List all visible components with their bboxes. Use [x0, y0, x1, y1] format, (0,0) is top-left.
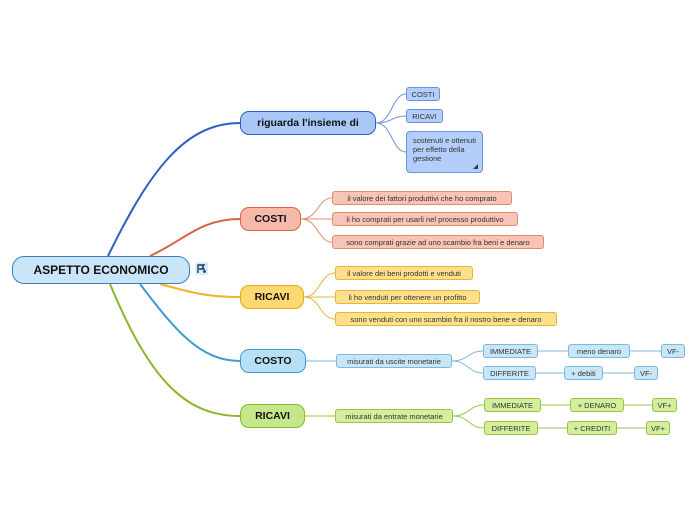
link-ricavi-c3 [303, 296, 336, 320]
riguarda-child-gestione-label: sostenuti e ottenuti per effetto della g… [413, 136, 476, 163]
link-costi-c1 [300, 197, 333, 220]
ricavi-child-1[interactable]: il valore dei beni prodotti e venduti [335, 266, 473, 280]
ricavi-immediate-value-label: + DENARO [577, 400, 617, 410]
costo-child-label: misurati da uscite monetarie [347, 356, 441, 366]
branch-riguarda[interactable]: riguarda l'insieme di [240, 111, 376, 135]
ricavi-immediate-sign-label: VF+ [657, 400, 672, 410]
collapse-corner-icon[interactable] [473, 164, 478, 169]
ricavi-child-2-label: li ho venduti per ottenere un profitto [348, 292, 467, 302]
link-root-ricavi [159, 283, 241, 298]
costo-immediate-value-label: meno denaro [576, 346, 622, 356]
ricavi-differite[interactable]: DIFFERITE [484, 421, 538, 435]
ricavi-entrate-child-label: misurati da entrate monetarie [345, 411, 443, 421]
ricavi-differite-label: DIFFERITE [491, 423, 531, 433]
link-root-costo [139, 283, 241, 362]
ricavi-child-1-label: il valore dei beni prodotti e venduti [347, 268, 461, 278]
costi-child-3-label: sono comprati grazie ad uno scambio fra … [346, 237, 530, 247]
branch-ricavi-entrate[interactable]: RICAVI [240, 404, 305, 428]
link-riguarda-c1 [375, 93, 407, 124]
link-riguarda-c3 [375, 122, 407, 153]
costi-child-1[interactable]: il valore dei fattori produttivi che ho … [332, 191, 512, 205]
notes-flag-icon[interactable] [195, 262, 208, 275]
branch-ricavi-label: RICAVI [254, 291, 290, 303]
ricavi-immediate[interactable]: IMMEDIATE [484, 398, 541, 412]
costi-child-3[interactable]: sono comprati grazie ad uno scambio fra … [332, 235, 544, 249]
ricavi-immediate-value[interactable]: + DENARO [570, 398, 624, 412]
branch-costi-label: COSTI [254, 213, 287, 225]
costo-differite-value-label: + debiti [571, 368, 596, 378]
link-root-ricavi2 [109, 283, 241, 417]
flag-glyph [197, 264, 206, 273]
costi-child-2-label: li ho comprati per usarli nel processo p… [346, 214, 504, 224]
link-ricavi2-imm [452, 404, 485, 417]
costo-differite-sign[interactable]: VF- [634, 366, 658, 380]
branch-riguarda-label: riguarda l'insieme di [257, 117, 359, 129]
root-label: ASPETTO ECONOMICO [33, 263, 169, 277]
branch-costo[interactable]: COSTO [240, 349, 306, 373]
ricavi-differite-sign[interactable]: VF+ [646, 421, 670, 435]
link-riguarda-c2 [375, 115, 407, 124]
costo-differite-label: DIFFERITE [490, 368, 529, 378]
costo-immediate[interactable]: IMMEDIATE [483, 344, 538, 358]
branch-costo-label: COSTO [254, 355, 292, 367]
ricavi-child-3[interactable]: sono venduti con uno scambio fra il nost… [335, 312, 557, 326]
costo-differite-sign-label: VF- [639, 368, 653, 378]
branch-ricavi[interactable]: RICAVI [240, 285, 304, 309]
costo-immediate-label: IMMEDIATE [489, 346, 532, 356]
link-ricavi2-diff [452, 415, 485, 429]
costo-immediate-sign[interactable]: VF- [661, 344, 685, 358]
costo-differite[interactable]: DIFFERITE [483, 366, 536, 380]
riguarda-child-costi-label: COSTI [411, 89, 435, 99]
costo-immediate-sign-label: VF- [666, 346, 680, 356]
branch-ricavi-entrate-label: RICAVI [255, 410, 290, 422]
costo-differite-value[interactable]: + debiti [564, 366, 603, 380]
costo-child[interactable]: misurati da uscite monetarie [336, 354, 452, 368]
root-node[interactable]: ASPETTO ECONOMICO [12, 256, 190, 284]
link-costo-diff [451, 360, 484, 374]
ricavi-child-3-label: sono venduti con uno scambio fra il nost… [350, 314, 542, 324]
costo-immediate-value[interactable]: meno denaro [568, 344, 630, 358]
link-costi-c3 [300, 218, 333, 243]
riguarda-child-costi[interactable]: COSTI [406, 87, 440, 101]
riguarda-child-gestione[interactable]: sostenuti e ottenuti per effetto della g… [406, 131, 483, 173]
link-ricavi-c1 [303, 272, 336, 298]
riguarda-child-ricavi[interactable]: RICAVI [406, 109, 443, 123]
ricavi-differite-value[interactable]: + CREDITI [567, 421, 617, 435]
ricavi-immediate-label: IMMEDIATE [491, 400, 534, 410]
costi-child-1-label: il valore dei fattori produttivi che ho … [347, 193, 497, 203]
riguarda-child-ricavi-label: RICAVI [412, 111, 437, 121]
ricavi-entrate-child[interactable]: misurati da entrate monetarie [335, 409, 453, 423]
link-costo-imm [451, 350, 484, 362]
ricavi-immediate-sign[interactable]: VF+ [652, 398, 677, 412]
ricavi-differite-value-label: + CREDITI [573, 423, 611, 433]
ricavi-child-2[interactable]: li ho venduti per ottenere un profitto [335, 290, 480, 304]
ricavi-differite-sign-label: VF+ [651, 423, 665, 433]
branch-costi[interactable]: COSTI [240, 207, 301, 231]
link-root-riguarda [107, 122, 241, 257]
link-root-costi [149, 218, 241, 257]
costi-child-2[interactable]: li ho comprati per usarli nel processo p… [332, 212, 518, 226]
